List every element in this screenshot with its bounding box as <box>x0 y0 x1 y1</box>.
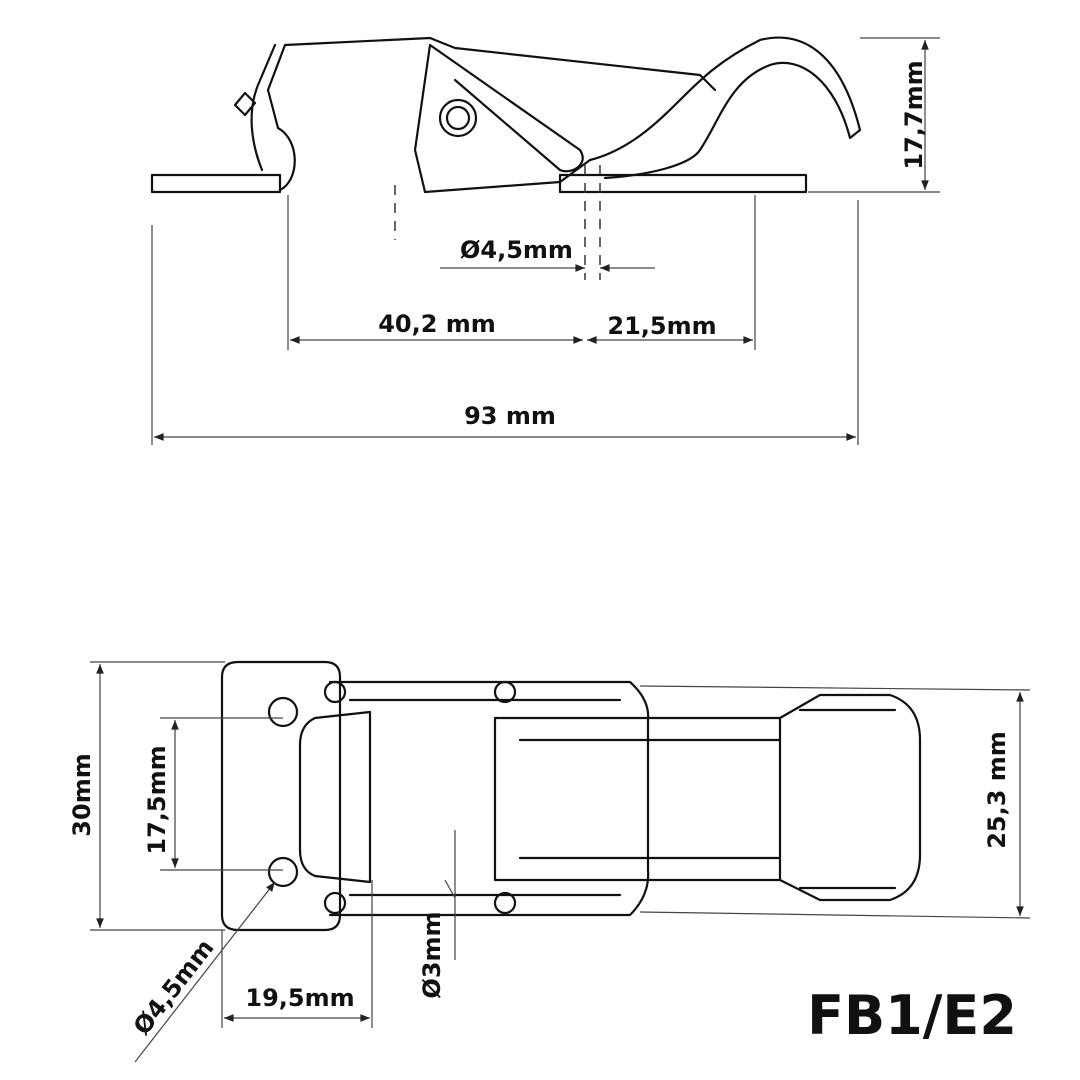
model-code: FB1/E2 <box>807 984 1017 1047</box>
top-hole-diameter-label: Ø4,5mm <box>128 934 220 1040</box>
hole-pitch-label: 17,5mm <box>143 745 171 854</box>
rivet-diameter-label: Ø3mm <box>418 911 446 998</box>
body-width-label: 25,3 mm <box>983 731 1011 849</box>
side-hole-diameter-label: Ø4,5mm <box>460 236 573 264</box>
overall-length-label: 93 mm <box>464 402 556 430</box>
plate-length-label: 19,5mm <box>245 984 354 1012</box>
hole-spacing-label: 40,2 mm <box>378 310 496 338</box>
side-view-latch <box>150 36 862 280</box>
side-view-dimensions: 17,7mm Ø4,5mm 40,2 mm 21,5mm 93 mm <box>151 37 940 445</box>
width-dimension-label: 30mm <box>68 753 96 836</box>
hole-to-end-label: 21,5mm <box>607 312 716 340</box>
top-view-latch <box>220 660 922 960</box>
height-dimension-label: 17,7mm <box>900 60 928 169</box>
